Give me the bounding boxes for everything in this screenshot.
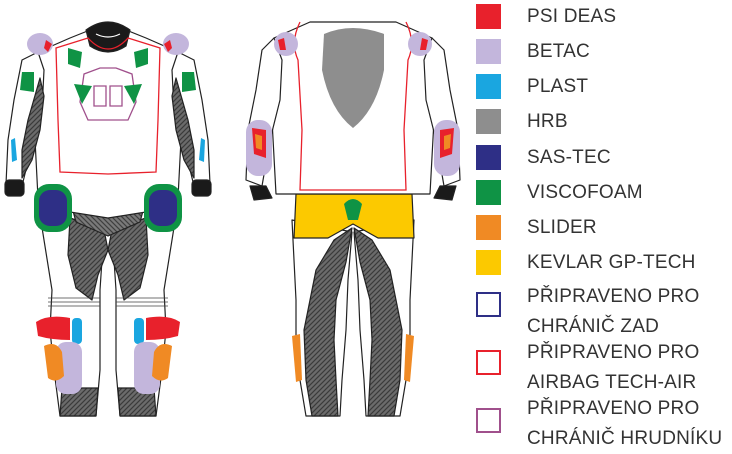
front-left-upperarm-viscofoam <box>20 72 34 92</box>
legend-swatch-hrb <box>476 109 501 134</box>
front-left-shoulder-psi <box>44 40 52 52</box>
back-right-cuff <box>433 185 457 201</box>
legend-swatch-plast <box>476 74 501 99</box>
back-right-shoulder-psi <box>420 38 428 50</box>
legend-swatch-sas-tec <box>476 145 501 170</box>
legend-label-betac: BETAC <box>527 41 590 62</box>
back-left-shoulder-betac <box>274 32 298 56</box>
front-left-cuff <box>4 179 25 197</box>
legend-label-kevlar: KEVLAR GP-TECH <box>527 252 696 273</box>
front-right-hip-sastec <box>149 190 177 226</box>
front-left-chest-viscofoam <box>68 48 82 68</box>
legend-swatch-psi-deas <box>476 4 501 29</box>
front-right-shoulder-psi <box>164 40 172 52</box>
legend-label-airbag: PŘIPRAVENO PRO AIRBAG TECH-AIR <box>527 342 700 393</box>
legend-label-psi-deas: PSI DEAS <box>527 6 617 27</box>
front-left-rib-viscofoam <box>74 84 92 104</box>
legend-swatch-kevlar <box>476 250 501 275</box>
front-right-rib-viscofoam <box>124 84 142 104</box>
front-left-elbow-plast <box>11 138 17 162</box>
legend: PSI DEAS BETAC PLAST HRB SAS-TEC VISCOFO… <box>472 0 732 449</box>
front-left-hip-sastec <box>39 190 67 226</box>
front-airbag-outline <box>55 37 161 175</box>
legend-swatch-betac <box>476 39 501 64</box>
back-right-calf-slider <box>404 334 414 382</box>
legend-label-sas-tec: SAS-TEC <box>527 147 611 168</box>
legend-label-chest-protector: PŘIPRAVENO PRO CHRÁNIČ HRUDNÍKU <box>527 398 723 449</box>
back-left-cuff <box>249 185 273 201</box>
front-left-knee-slider <box>44 344 64 381</box>
front-right-arm-stretch <box>171 77 195 179</box>
back-tailbone-viscofoam <box>344 199 362 220</box>
front-right-knee-psi <box>146 316 180 340</box>
back-left-shoulder-psi <box>278 38 286 50</box>
front-left-arm-stretch <box>21 77 45 179</box>
back-left-elbow-slider <box>255 134 262 150</box>
front-chest-protector-outline <box>79 67 137 121</box>
legend-label-viscofoam: VISCOFOAM <box>527 182 643 203</box>
suit-diagram <box>4 21 461 417</box>
legend-swatch-airbag <box>476 350 501 375</box>
front-right-chest-viscofoam <box>134 48 148 68</box>
legend-label-hrb: HRB <box>527 111 568 132</box>
front-right-elbow-plast <box>199 138 205 162</box>
back-right-leg-stretch <box>353 227 403 417</box>
back-left-leg-stretch <box>303 227 353 417</box>
suit-back-view <box>245 21 461 417</box>
back-hrb-hump <box>322 28 384 128</box>
back-right-elbow-slider <box>444 134 451 150</box>
legend-label-slider: SLIDER <box>527 217 597 238</box>
legend-swatch-viscofoam <box>476 180 501 205</box>
front-left-knee-psi <box>36 316 70 340</box>
legend-swatch-slider <box>476 215 501 240</box>
front-right-knee-plast <box>134 318 144 344</box>
front-right-cuff <box>191 179 212 197</box>
front-right-upperarm-viscofoam <box>182 72 196 92</box>
front-left-ankle-stretch <box>59 387 99 417</box>
back-right-shoulder-betac <box>408 32 432 56</box>
front-right-shin-betac <box>134 342 160 394</box>
front-left-shin-betac <box>56 342 82 394</box>
legend-swatch-chest-protector <box>476 408 501 433</box>
legend-label-plast: PLAST <box>527 76 589 97</box>
front-left-knee-plast <box>72 318 82 344</box>
front-right-knee-slider <box>152 344 172 381</box>
suit-front-view <box>4 21 212 417</box>
front-knee-ribbing <box>48 297 168 307</box>
legend-swatch-back-protector <box>476 292 501 317</box>
legend-label-back-protector: PŘIPRAVENO PRO CHRÁNIČ ZAD <box>527 286 700 337</box>
back-left-calf-slider <box>292 334 302 382</box>
